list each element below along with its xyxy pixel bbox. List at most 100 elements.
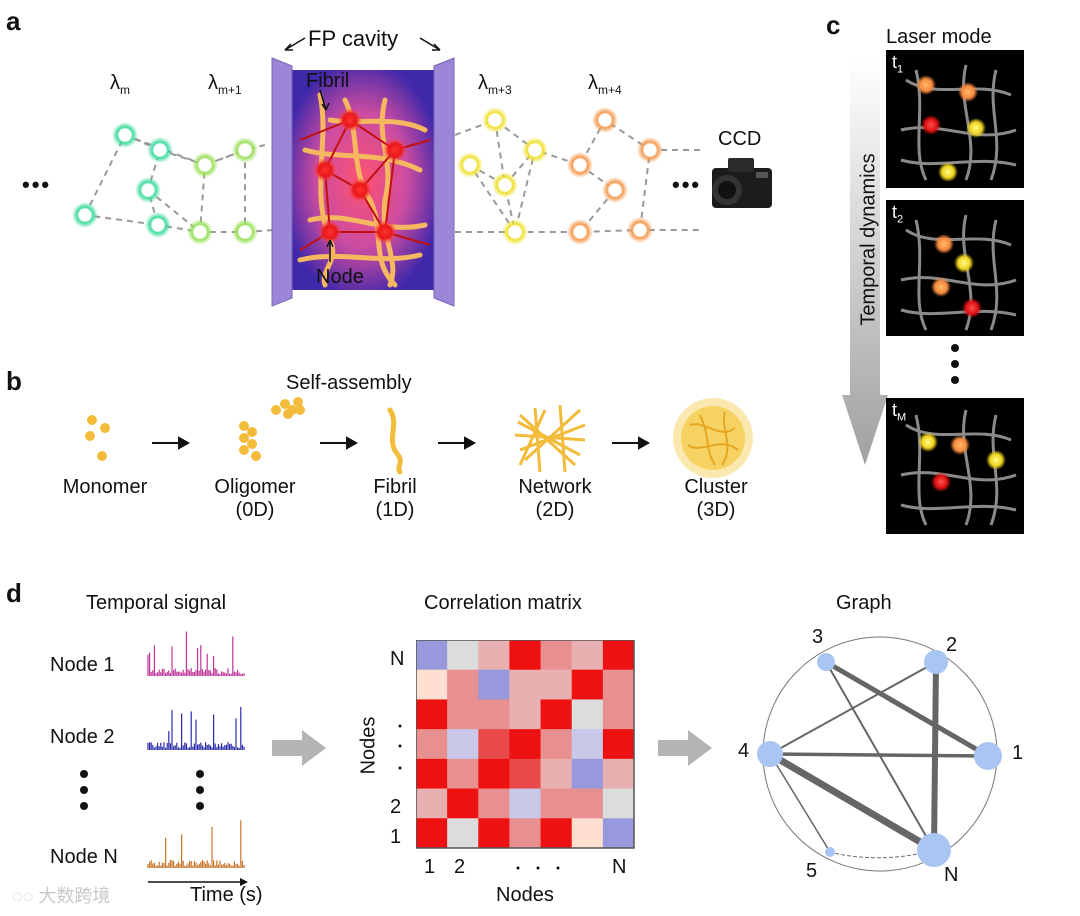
panel-label-b: b — [6, 366, 22, 396]
matrix-cell — [602, 788, 635, 819]
matrix-cell — [571, 818, 604, 849]
time-axis-arrowhead — [240, 878, 248, 886]
matrix-cell — [602, 818, 635, 849]
matrix-cell — [478, 729, 510, 760]
graph-title: Graph — [836, 592, 892, 614]
graph-label-1: 1 — [1012, 742, 1024, 764]
matrix-cell — [416, 669, 448, 700]
graph-figure — [757, 636, 1002, 872]
correlation-matrix-title: Correlation matrix — [424, 592, 582, 614]
monomer-icon — [85, 415, 110, 461]
network-icon — [514, 404, 586, 473]
correlation-matrix — [416, 640, 635, 849]
matrix-cell — [447, 758, 479, 790]
matrix-cell — [509, 699, 542, 730]
lambda-m: λm — [110, 72, 130, 97]
green-modes — [72, 122, 258, 245]
node-n-trace — [147, 820, 245, 868]
panel-label-a: a — [6, 6, 21, 36]
matrix-cell — [540, 758, 573, 790]
node-2-trace — [147, 706, 245, 750]
stage-network: Network(2D) — [518, 476, 592, 521]
left-ellipsis: ••• — [22, 172, 52, 197]
matrix-cell — [478, 758, 510, 790]
graph-label-3: 3 — [812, 626, 824, 648]
matrix-cell — [416, 729, 448, 760]
frame-t2-label: t2 — [892, 202, 904, 226]
matrix-cell — [416, 640, 448, 671]
matrix-cell — [540, 669, 573, 700]
matrix-cell — [478, 818, 510, 849]
matrix-cell — [447, 699, 479, 730]
matrix-cell — [540, 818, 573, 849]
watermark-logo-icon: ◌◌ — [12, 886, 39, 906]
lambda-m3: λm+3 — [478, 72, 512, 97]
self-assembly-label: Self-assembly — [286, 372, 412, 394]
frame-tm-label: tM — [892, 400, 907, 424]
right-mirror — [433, 57, 455, 307]
matrix-cell — [447, 788, 479, 819]
matrix-cell — [478, 788, 510, 819]
matrix-cell — [509, 818, 542, 849]
watermark: ◌◌ 大数跨境 — [12, 886, 111, 906]
temporal-arrow — [842, 60, 888, 465]
graph-label-5: 5 — [806, 860, 818, 882]
matrix-ytick-ellipsis — [398, 724, 402, 770]
matrix-cell — [571, 788, 604, 819]
matrix-cell — [571, 640, 604, 671]
fp-cavity-arrows — [284, 37, 441, 262]
matrix-cell — [509, 758, 542, 790]
matrix-cell — [447, 818, 479, 849]
time-axis-label: Time (s) — [190, 884, 263, 906]
temporal-signal-traces — [147, 631, 248, 886]
matrix-cell — [540, 788, 573, 819]
matrix-xtick-2: 2 — [454, 856, 466, 878]
matrix-cell — [602, 758, 635, 790]
node-label: Node — [316, 266, 364, 288]
matrix-ytick-2: 2 — [390, 796, 402, 818]
matrix-cell — [571, 669, 604, 700]
panel-label-c: c — [826, 10, 841, 40]
signal-vertical-ellipsis — [80, 770, 204, 810]
matrix-cell — [540, 640, 573, 671]
matrix-cell — [602, 699, 635, 730]
cluster-icon — [673, 398, 753, 478]
matrix-xtick-1: 1 — [424, 856, 436, 878]
cavity-nodes — [313, 108, 407, 244]
frames-vertical-ellipsis — [951, 344, 959, 384]
node-1-label: Node 1 — [50, 654, 115, 676]
fp-cavity-label: FP cavity — [308, 26, 399, 51]
matrix-cell — [478, 699, 510, 730]
matrix-cell — [509, 669, 542, 700]
fibril-icon — [387, 407, 403, 475]
stage-fibril: Fibril(1D) — [373, 476, 417, 521]
oligomer-icon — [239, 397, 305, 461]
node-2-label: Node 2 — [50, 726, 115, 748]
matrix-cell — [602, 640, 635, 671]
fibril-label: Fibril — [306, 70, 350, 92]
matrix-ytick-n: N — [390, 648, 405, 670]
matrix-ytick-1: 1 — [390, 826, 402, 848]
stage-monomer: Monomer — [62, 476, 148, 498]
matrix-xtick-ellipsis — [516, 866, 560, 870]
matrix-cell — [416, 758, 448, 790]
right-ellipsis: ••• — [672, 172, 702, 197]
matrix-cell — [447, 669, 479, 700]
matrix-cell — [540, 699, 573, 730]
stage-arrows — [152, 436, 651, 450]
temporal-dynamics-label: Temporal dynamics — [857, 153, 880, 326]
graph-edges — [766, 659, 991, 859]
stage-cluster: Cluster(3D) — [684, 476, 748, 521]
ccd-camera-icon — [712, 158, 772, 208]
matrix-cell — [540, 729, 573, 760]
matrix-cell — [571, 729, 604, 760]
matrix-cell — [416, 818, 448, 849]
stage-oligomer: Oligomer(0D) — [214, 476, 296, 521]
node-n-label: Node N — [50, 846, 118, 868]
node-1-trace — [147, 631, 245, 676]
matrix-cell — [416, 788, 448, 819]
panel-a-figure — [72, 37, 772, 307]
temporal-signal-title: Temporal signal — [86, 592, 227, 614]
matrix-cell — [447, 729, 479, 760]
graph-label-n: N — [944, 864, 959, 886]
